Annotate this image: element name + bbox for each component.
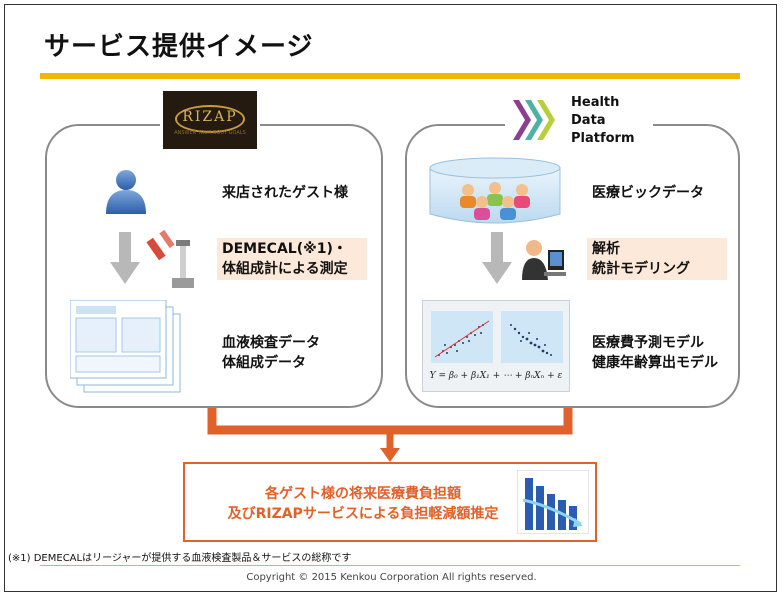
left-step2-line1: DEMECAL(※1)・ — [222, 241, 347, 257]
right-step2-line2: 統計モデリング — [592, 261, 690, 277]
down-arrow-icon — [110, 232, 140, 284]
regression-formula: Y = β₀ + β₁X₁ + ⋯ + βₙXₙ + ε — [429, 371, 563, 381]
guest-person-icon — [106, 170, 146, 214]
result-text: 各ゲスト様の将来医療費負担額 及びRIZAPサービスによる負担軽減額推定 — [203, 484, 523, 524]
health-data-platform-logo: Health Data Platform — [505, 92, 653, 152]
slide-frame — [4, 4, 777, 592]
hdp-logo-line2: Data — [571, 113, 606, 128]
result-line2: 及びRIZAPサービスによる負担軽減額推定 — [227, 506, 499, 522]
rizap-logo-subtext: ANSWER YOUR BODY GOALS — [174, 130, 246, 136]
analyst-at-computer-icon — [522, 240, 566, 280]
right-step3-line2: 健康年齢算出モデル — [592, 355, 718, 371]
analysis-highlight — [587, 238, 727, 280]
scatter-plot-icon — [431, 311, 493, 363]
right-step2-line1: 解析 — [592, 241, 620, 257]
statistical-model-figure: Y = β₀ + β₁X₁ + ⋯ + βₙXₙ + ε — [422, 300, 570, 392]
left-step3-line1: 血液検査データ — [222, 335, 320, 351]
hdp-logo-line1: Health — [571, 95, 620, 110]
footnote: (※1) DEMECALはリージャーが提供する血液検査製品＆サービスの総称です — [8, 553, 352, 564]
rizap-logo-ring — [175, 105, 245, 133]
result-line1: 各ゲスト様の将来医療費負担額 — [265, 486, 461, 502]
result-box: 各ゲスト様の将来医療費負担額 及びRIZAPサービスによる負担軽減額推定 — [183, 462, 597, 542]
measurement-device-icon — [146, 229, 194, 288]
right-step3-line1: 医療費予測モデル — [592, 335, 704, 351]
data-report-icon — [70, 300, 181, 393]
cost-reduction-chart-icon — [517, 470, 589, 534]
page-title: サービス提供イメージ — [44, 32, 314, 62]
rizap-logo: RIZAP ANSWER YOUR BODY GOALS — [160, 88, 260, 152]
scatter-plot-icon — [501, 311, 563, 363]
hdp-chevron-icon — [513, 100, 555, 140]
right-step1-label: 医療ビックデータ — [592, 185, 704, 201]
title-underline — [40, 73, 740, 79]
left-step2-line2: 体組成計による測定 — [222, 261, 348, 277]
footer-divider — [40, 565, 740, 566]
copyright: Copyright © 2015 Kenkou Corporation All … — [246, 572, 537, 583]
connector-lines — [207, 405, 573, 462]
left-step3-line2: 体組成データ — [222, 355, 306, 371]
measurement-highlight — [217, 238, 367, 280]
hdp-logo-line3: Platform — [571, 131, 635, 146]
medical-big-data-icon — [429, 157, 561, 224]
rizap-logo-text: RIZAP — [182, 109, 238, 125]
down-arrow-icon — [482, 232, 512, 284]
left-step1-label: 来店されたゲスト様 — [222, 185, 348, 201]
